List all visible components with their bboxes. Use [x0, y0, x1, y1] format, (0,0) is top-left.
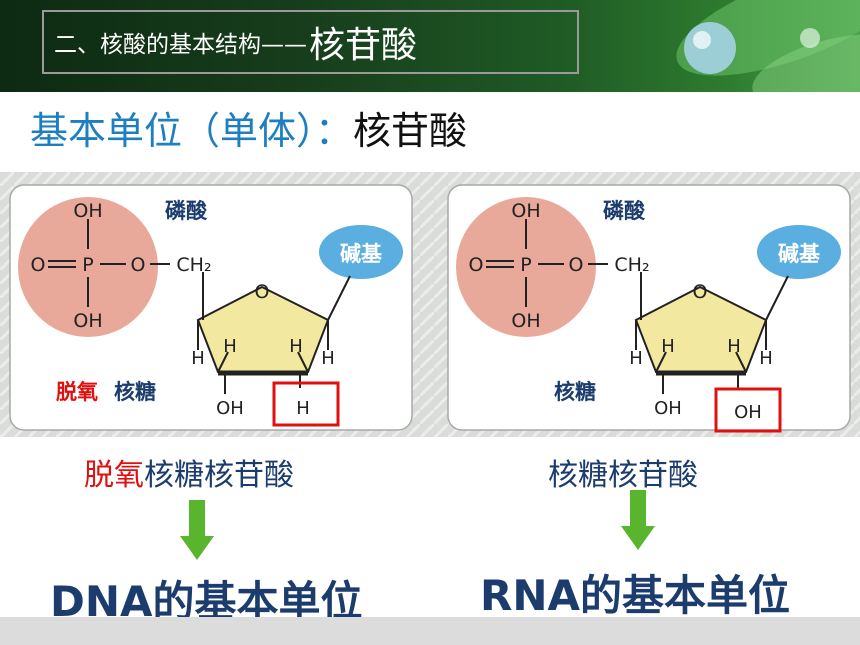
rna-base-ellipse: [757, 225, 841, 279]
rna-unit-heading: RNA的基本单位: [480, 571, 790, 620]
dna-c2-highlight-box: [272, 381, 340, 427]
rna-caption: 核糖核苷酸: [548, 458, 698, 493]
dna-o-mid: O: [131, 254, 146, 276]
dna-caption-prefix: 脱氧: [84, 458, 144, 493]
dna-down-arrow-icon: [180, 500, 214, 560]
header-banner: 二、核酸的基本结构—— 核苷酸: [0, 0, 860, 92]
dna-caption: 脱氧核糖核苷酸: [84, 450, 294, 494]
dna-sugar-suffix: 核糖: [114, 380, 156, 404]
dna-c2-h: H: [296, 398, 310, 419]
dna-h-left: H: [191, 348, 205, 369]
dna-h-c4: H: [223, 336, 237, 357]
subtitle-value: 核苷酸: [353, 109, 468, 153]
rna-phosphate-circle: [456, 197, 596, 337]
dna-caption-suffix: 核糖核苷酸: [144, 458, 294, 493]
dna-base-ellipse: [319, 225, 403, 279]
dna-sugar-prefix: 脱氧: [56, 380, 98, 404]
rna-o-left: O: [469, 254, 484, 276]
dna-ch2: CH₂: [176, 254, 211, 276]
rna-ring-o: O: [693, 281, 708, 303]
title-emphasis: 核苷酸: [309, 25, 418, 66]
dna-phosphate-circle: [18, 197, 158, 337]
nucleotide-diagrams: OH OH O P O CH₂ O H H H H OH H 磷酸 碱基 脱氧 …: [0, 172, 860, 437]
rna-oh-bottom: OH: [511, 310, 540, 332]
rna-down-arrow-icon: [621, 490, 655, 550]
rna-c3-oh: OH: [654, 398, 682, 419]
leaf-decoration-image: [676, 0, 860, 92]
rna-p-atom: P: [520, 254, 531, 276]
dna-oh-top: OH: [73, 200, 102, 222]
rna-sugar-label: 核糖: [554, 380, 596, 404]
rna-base-label: 碱基: [778, 242, 821, 266]
dna-nucleotide-structure: OH OH O P O CH₂ O H H H H OH H 磷酸 碱基 脱氧 …: [9, 184, 413, 431]
dna-base-label: 碱基: [340, 242, 383, 266]
dna-p-atom: P: [82, 254, 93, 276]
title-text: 二、核酸的基本结构——: [54, 32, 307, 58]
subtitle: 基本单位（单体）：核苷酸: [30, 100, 467, 155]
nucleotide-diagram-svg: OH OH O P O CH₂ O H H H H OH H 磷酸 碱基 脱氧 …: [0, 172, 860, 437]
dna-oh-bottom: OH: [73, 310, 102, 332]
dna-o-left: O: [31, 254, 46, 276]
rna-ch2: CH₂: [614, 254, 649, 276]
rna-oh-top: OH: [511, 200, 540, 222]
rna-c2-highlight-box: [714, 387, 782, 433]
rna-phosphate-label: 磷酸: [603, 199, 646, 223]
rna-o-mid: O: [569, 254, 584, 276]
dna-phosphate-label: 磷酸: [165, 199, 208, 223]
dna-h-c1: H: [289, 336, 303, 357]
subtitle-label: 基本单位（单体）：: [30, 109, 354, 153]
rna-h-c4: H: [661, 336, 675, 357]
rna-nucleotide-structure: OH OH O P O CH₂ O H H H H OH OH 磷酸 碱基 核糖: [447, 184, 851, 433]
dna-h-right: H: [321, 348, 335, 369]
rna-h-left: H: [629, 348, 643, 369]
footer-bar: [0, 617, 860, 645]
rna-c2-oh: OH: [734, 402, 762, 423]
rna-h-right: H: [759, 348, 773, 369]
rna-h-c1: H: [727, 336, 741, 357]
dna-ring-o: O: [255, 281, 270, 303]
title-box: 二、核酸的基本结构—— 核苷酸: [42, 10, 579, 74]
dna-c3-oh: OH: [216, 398, 244, 419]
